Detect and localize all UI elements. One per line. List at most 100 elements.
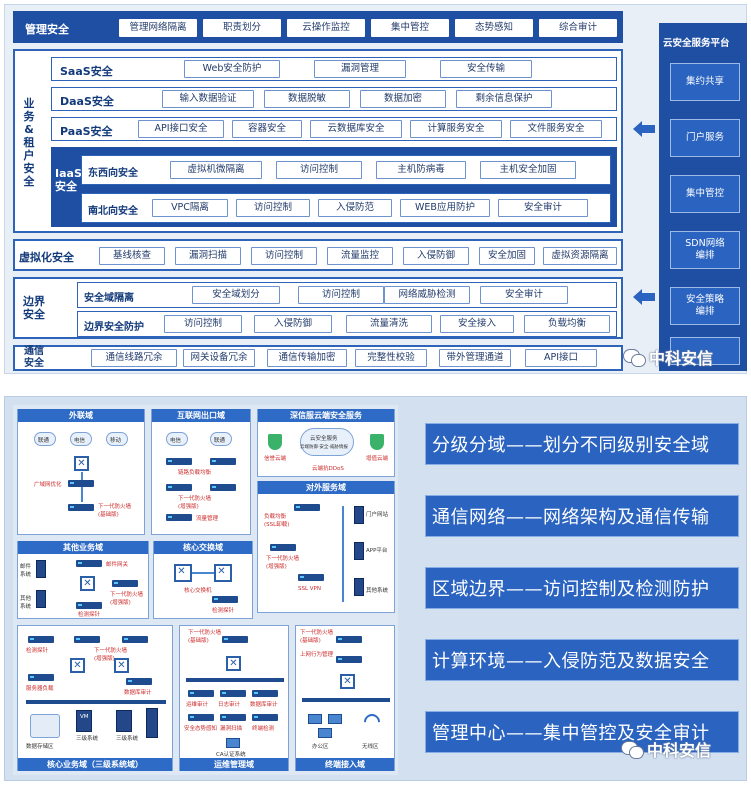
isolation-item: 网络威胁检测	[384, 286, 470, 304]
vm-server-icon	[116, 710, 132, 732]
security-device	[220, 690, 246, 697]
server-icon	[354, 506, 364, 524]
device-label: 链路负载均衡	[178, 470, 212, 476]
firewall-device	[270, 544, 296, 551]
east-west-security-row: 东西向安全 虚拟机微隔离 访问控制 主机防病毒 主机安全加固	[81, 155, 611, 185]
north-south-item: 入侵防范	[318, 199, 392, 217]
device-label: 漏洞扫描	[220, 726, 243, 732]
management-item: 集中管控	[371, 19, 449, 37]
management-item: 态势感知	[455, 19, 533, 37]
device-label: 电信	[170, 438, 182, 444]
shield-icon	[370, 434, 384, 450]
principle-item: 管理中心——集中管控及安全审计	[425, 711, 739, 753]
boundary-security-label: 边界 安全	[23, 295, 45, 321]
device-label: 电信	[74, 438, 86, 444]
daas-item: 数据加密	[360, 90, 446, 108]
principle-item: 分级分域——划分不同级别安全域	[425, 423, 739, 465]
virtualization-item: 访问控制	[251, 247, 317, 265]
north-south-item: 访问控制	[236, 199, 310, 217]
device-label: 检测探针	[26, 648, 49, 654]
firewall-device	[74, 636, 100, 643]
pc-icon	[318, 728, 332, 738]
link-line	[342, 506, 344, 602]
device-label: VM	[80, 714, 89, 720]
communication-item: 通信传输加密	[267, 349, 347, 367]
device-label: 运维审计	[186, 702, 209, 708]
isolation-item: 访问控制	[298, 286, 384, 304]
network-bus	[26, 700, 166, 704]
device-label: 数据存储区	[26, 744, 54, 750]
zone-title: 运维管理域	[180, 758, 288, 771]
device-label: 广域网优化	[34, 482, 62, 488]
zone-core-business: 核心业务域（三级系统域） 检测探针 下一代防火墙 (增强版) 服务器负载 数据库…	[17, 625, 173, 771]
zone-ops-management: 运维管理域 下一代防火墙 (基础版) 运维审计 日志审计 数据库审计 安全态势感…	[179, 625, 289, 771]
paas-item: 云数据库安全	[310, 120, 402, 138]
cloud-icon	[210, 432, 232, 446]
business-tenant-security-block: 业 务 & 租 户 安 全 SaaS安全 Web安全防护 漏洞管理 安全传输 D…	[13, 49, 623, 233]
zone-title: 其他业务域	[18, 541, 148, 554]
daas-security-label: DaaS安全	[60, 95, 114, 108]
north-south-security-row: 南北向安全 VPC隔离 访问控制 入侵防范 WEB应用防护 安全审计	[81, 193, 611, 223]
vm-server-icon	[76, 710, 92, 732]
zone-title: 深信服云端安全服务	[258, 409, 394, 422]
saas-item: Web安全防护	[184, 60, 280, 78]
device-label: 下一代防火墙 (增强版)	[266, 556, 300, 570]
protection-item: 负载均衡	[524, 315, 610, 333]
paas-item: 文件服务安全	[510, 120, 602, 138]
device-label: 联通	[214, 438, 226, 444]
zone-title: 对外服务域	[258, 481, 394, 494]
probe-device	[212, 596, 238, 603]
cloud-service-icon	[300, 428, 354, 456]
network-bus	[302, 698, 390, 702]
core-switch-icon	[174, 564, 192, 582]
virtualization-item: 虚拟资源隔离	[543, 247, 617, 265]
device-label: 移动	[110, 438, 122, 444]
east-west-item: 访问控制	[276, 161, 362, 179]
platform-item: SDN网络 编排	[670, 231, 740, 269]
communication-item: 带外管理通道	[439, 349, 511, 367]
firewall-device	[112, 580, 138, 587]
switch-icon	[226, 656, 241, 671]
network-topology-diagram: 外联域 联通 电信 移动 广域网优化 下一代防火墙 (基础版) 互联网出口域 电…	[13, 405, 398, 775]
communication-item: 完整性校验	[355, 349, 427, 367]
device-label: 三级系统	[116, 736, 139, 742]
device-label: 下一代防火墙 (增强版)	[110, 592, 144, 606]
daas-security-row: DaaS安全 输入数据验证 数据脱敏 数据加密 剩余信息保护	[51, 87, 617, 111]
east-west-item: 主机防病毒	[376, 161, 466, 179]
zone-title: 核心业务域（三级系统域）	[18, 758, 172, 771]
north-south-security-label: 南北向安全	[88, 206, 138, 217]
north-south-item: VPC隔离	[152, 199, 228, 217]
device-label: 下一代防火墙 (增强版)	[94, 648, 128, 662]
paas-security-label: PaaS安全	[60, 125, 113, 138]
device-label: 安全态势感知	[184, 726, 218, 732]
management-item: 管理网络隔离	[119, 19, 197, 37]
device-label: 云安全服务	[310, 436, 338, 442]
paas-item: 容器安全	[232, 120, 302, 138]
saas-item: 漏洞管理	[314, 60, 406, 78]
switch-icon	[74, 456, 89, 471]
management-item: 云操作监控	[287, 19, 365, 37]
arrow-left-icon	[633, 289, 655, 305]
east-west-item: 主机安全加固	[480, 161, 576, 179]
device-label: 终端检测	[252, 726, 275, 732]
paas-item: API接口安全	[138, 120, 224, 138]
server-icon	[354, 578, 364, 596]
arrow-left-icon	[633, 121, 655, 137]
platform-item: 集中管控	[670, 175, 740, 213]
device-label: 其他系统	[366, 588, 389, 594]
device-label: 日志审计	[218, 702, 241, 708]
zone-internet-exit: 互联网出口域 电信 联通 链路负载均衡 下一代防火墙 (增强版) 流量管理	[151, 409, 251, 535]
virtualization-security-block: 虚拟化安全 基线核查 漏洞扫描 访问控制 流量监控 入侵防御 安全加固 虚拟资源…	[13, 239, 623, 271]
virtualization-item: 基线核查	[99, 247, 165, 265]
network-architecture-panel: 外联域 联通 电信 移动 广域网优化 下一代防火墙 (基础版) 互联网出口域 电…	[4, 396, 747, 781]
daas-item: 剩余信息保护	[456, 90, 552, 108]
link-line	[81, 472, 83, 502]
communication-security-block: 通信 安全 通信线路冗余 网关设备冗余 通信传输加密 完整性校验 带外管理通道 …	[13, 345, 623, 371]
domain-isolation-label: 安全域隔离	[84, 293, 134, 304]
principle-item: 区域边界——访问控制及检测防护	[425, 567, 739, 609]
pc-icon	[308, 714, 322, 724]
management-item: 综合审计	[539, 19, 617, 37]
zone-title: 核心交换域	[154, 541, 252, 554]
device-label: 门户网站	[366, 512, 389, 518]
wechat-icon	[623, 348, 646, 367]
